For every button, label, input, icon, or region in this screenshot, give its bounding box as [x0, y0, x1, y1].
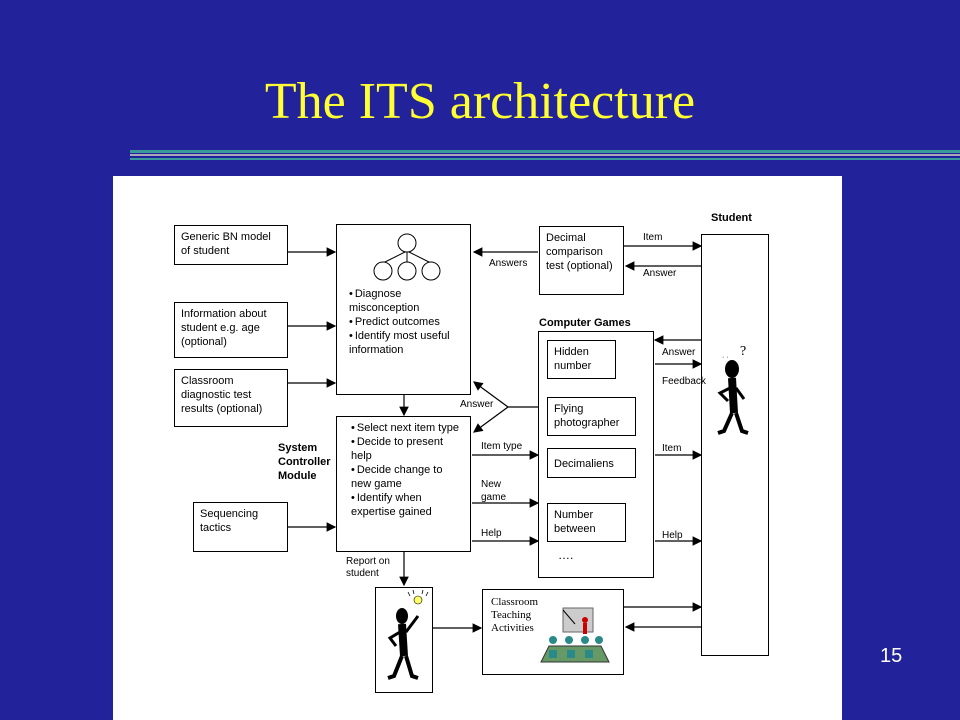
controller-item: Decide change to new game — [351, 463, 464, 491]
classroom-diagnostic-box: Classroom diagnostic test results (optio… — [174, 369, 288, 427]
new-game-label: New game — [481, 479, 507, 503]
games-header: Computer Games — [539, 317, 631, 329]
controller-item: Select next item type — [351, 421, 464, 435]
answer-left-label: Answer — [460, 399, 494, 410]
title-rule-teal-2 — [130, 158, 960, 160]
game-hidden-number: Hidden number — [547, 340, 616, 379]
bayes-net-icon — [373, 233, 441, 281]
title-rule-teal — [130, 150, 960, 153]
controller-box: Select next item type Decide to present … — [336, 416, 471, 552]
student-label: Student — [711, 212, 752, 224]
game-number-between: Number between — [547, 503, 626, 542]
student-box: ? · · — [701, 234, 769, 656]
game-flying-photographer: Flying photographer — [547, 397, 636, 436]
svg-text:· ·: · · — [722, 354, 729, 361]
answer-mid-label: Answer — [662, 347, 696, 358]
page-number: 15 — [880, 645, 903, 667]
classroom-teaching-label: Classroom Teaching Activities — [491, 596, 539, 634]
controller-label: System Controller Module — [278, 442, 331, 482]
decimal-test-box: Decimal comparison test (optional) — [539, 226, 624, 295]
student-info-box: Information about student e.g. age (opti… — [174, 302, 288, 358]
generic-bn-box: Generic BN model of student — [174, 225, 288, 265]
classroom-icon — [540, 607, 610, 663]
title-rule-gray — [130, 154, 960, 156]
bn-module-box: Diagnose misconception Predict outcomes … — [336, 224, 471, 395]
teacher-figure-icon — [387, 590, 429, 680]
svg-text:?: ? — [740, 344, 746, 359]
bn-item: Identify most useful information — [349, 329, 464, 357]
report-label: Report on student — [346, 556, 390, 579]
games-more: …. — [558, 548, 574, 562]
bn-item: Predict outcomes — [349, 315, 464, 329]
help-right-label: Help — [662, 530, 683, 541]
answers-label: Answers — [489, 258, 528, 269]
bn-item: Diagnose misconception — [349, 287, 464, 315]
help-left-label: Help — [481, 528, 502, 539]
game-decimaliens: Decimaliens — [547, 448, 636, 478]
controller-item: Identify when expertise gained — [351, 491, 464, 519]
feedback-label: Feedback — [662, 376, 706, 387]
controller-item: Decide to present help — [351, 435, 464, 463]
sequencing-tactics-box: Sequencing tactics — [193, 502, 288, 552]
item-top-label: Item — [643, 232, 663, 243]
answer-top-label: Answer — [643, 268, 677, 279]
slide-title: The ITS architecture — [264, 73, 696, 130]
classroom-teaching-box: Classroom Teaching Activities — [482, 589, 624, 675]
student-figure-icon: ? · · — [717, 344, 749, 435]
item-type-label: Item type — [481, 441, 523, 452]
item-mid-label: Item — [662, 443, 682, 454]
teacher-box — [375, 587, 433, 693]
